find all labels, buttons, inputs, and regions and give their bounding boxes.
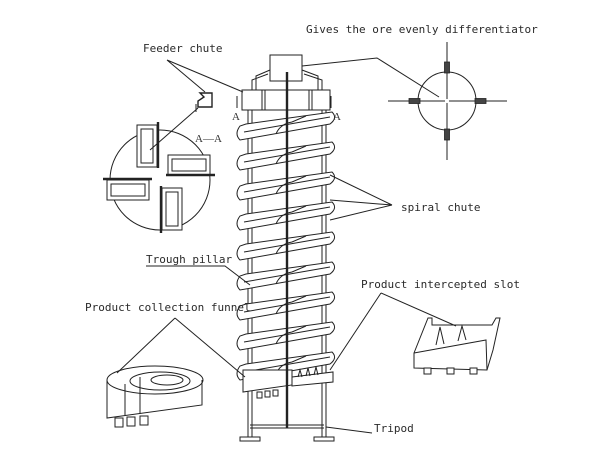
distributor-detail: [388, 42, 507, 160]
collection-funnel-detail: [106, 365, 204, 428]
label-differentiator: Gives the ore evenly differentiator: [306, 23, 538, 36]
spiral-back-curve: [275, 145, 307, 165]
spiral-turn: [236, 261, 336, 291]
spiral-back-curve: [275, 325, 307, 345]
label-collection-funnel: Product collection funnel: [85, 301, 251, 314]
spiral-back-curve: [275, 115, 307, 135]
label-trough-pillar: Trough pillar: [146, 253, 232, 266]
spiral-turn: [236, 291, 336, 321]
section-aa-view: A—A: [103, 92, 222, 233]
bottom-funnel-box: [242, 369, 293, 393]
column-intercepted-slot: [291, 371, 334, 387]
spiral-turn: [236, 141, 336, 171]
label-spiral-chute: spiral chute: [401, 201, 480, 214]
spiral-back-curve: [275, 295, 307, 315]
section-label-a-left: A: [232, 111, 240, 123]
foot-left: [239, 436, 261, 442]
feed-pipe-right: [301, 69, 323, 92]
feed-pipe-left: [251, 69, 271, 92]
label-feeder-chute: Feeder chute: [143, 42, 222, 55]
feeder-chute-detail: [197, 92, 213, 108]
spiral-turn: [236, 201, 336, 231]
spiral-back-curve: [275, 205, 307, 225]
spiral-turn: [236, 171, 336, 201]
label-tripod: Tripod: [374, 422, 414, 435]
section-label-a-right: A: [333, 111, 341, 123]
intercepted-slot-detail: [413, 317, 501, 375]
spiral-back-curve: [275, 235, 307, 255]
spiral-turn: [236, 231, 336, 261]
spiral-turn: [236, 321, 336, 351]
spiral-back-curve: [275, 175, 307, 195]
leader-lines: [116, 57, 457, 434]
section-aa-label: A—A: [195, 133, 222, 145]
spiral-turn: [236, 111, 336, 141]
spiral-back-curve: [275, 265, 307, 285]
spiral-column: A A: [232, 54, 341, 442]
foot-right: [313, 436, 335, 442]
label-intercepted-slot: Product intercepted slot: [361, 278, 520, 291]
